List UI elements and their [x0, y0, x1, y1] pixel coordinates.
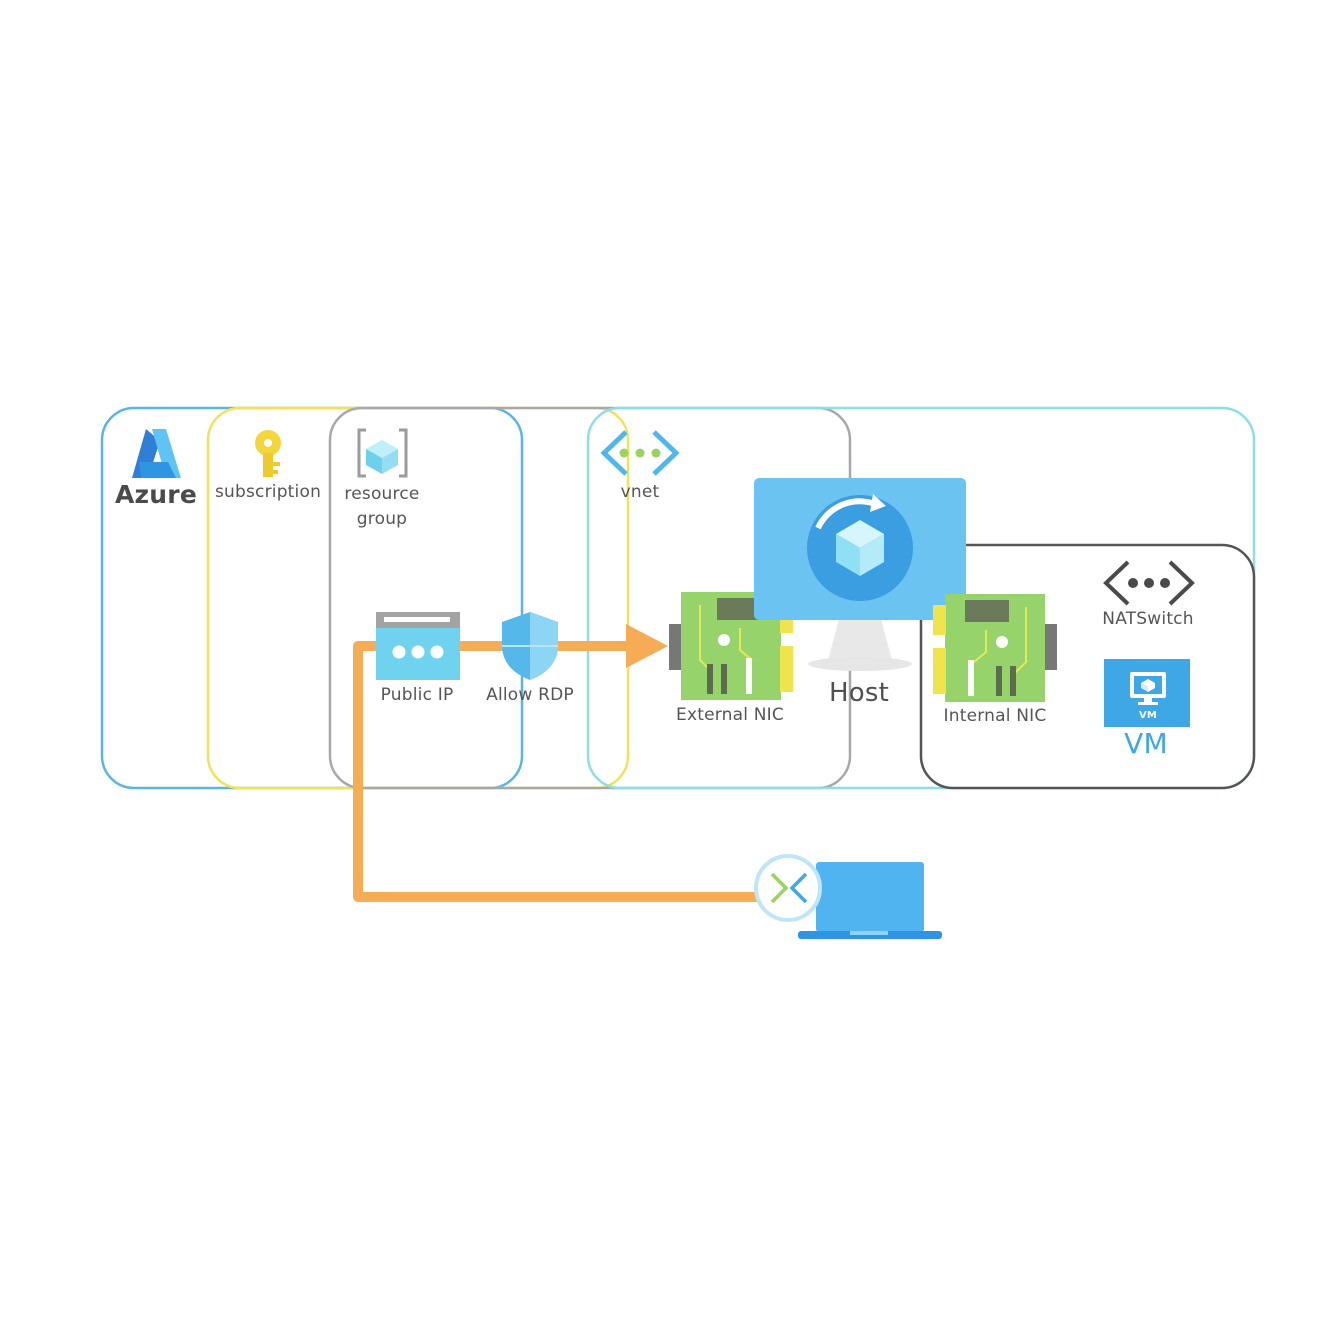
public-ip-label: Public IP — [380, 685, 454, 705]
vnet-label: vnet — [620, 482, 660, 502]
resource-group-label-line1: resource — [344, 484, 420, 504]
internal-nic-icon — [933, 594, 1057, 702]
external-nic-icon — [669, 592, 793, 700]
resource-group-label-line2: group — [356, 509, 408, 529]
vm-label: VM — [1124, 727, 1168, 760]
public-ip-icon — [376, 612, 460, 680]
host-monitor-icon — [754, 478, 966, 671]
rdp-connection — [353, 624, 757, 902]
subscription-label: subscription — [214, 482, 322, 502]
external-nic-label: External NIC — [676, 705, 784, 725]
remote-desktop-icon — [754, 854, 822, 922]
resource-group-label: resource group — [344, 482, 419, 532]
natswitch-label: NATSwitch — [1102, 609, 1194, 629]
resource-group-icon — [357, 428, 408, 478]
azure-label: Azure — [115, 480, 197, 509]
natswitch-icon — [1103, 560, 1195, 606]
key-icon — [255, 430, 281, 477]
allow-rdp-label: Allow RDP — [486, 685, 574, 705]
internal-nic-label: Internal NIC — [943, 706, 1047, 726]
shield-icon — [502, 612, 558, 680]
vnet-icon — [600, 430, 680, 476]
azure-logo-icon — [132, 429, 181, 478]
vm-icon — [1104, 659, 1190, 727]
laptop-icon — [798, 862, 942, 939]
host-label: Host — [829, 678, 889, 708]
vm-badge-label: VM — [1138, 710, 1158, 721]
